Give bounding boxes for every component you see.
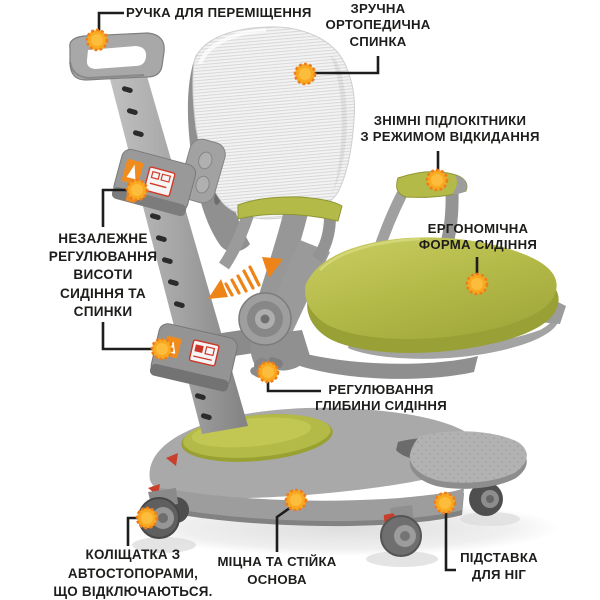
seat-cushion xyxy=(305,237,559,353)
callout-label-move-handle: РУЧКА ДЛЯ ПЕРЕМІЩЕННЯ xyxy=(126,5,312,20)
callout-label-height-adjust: НЕЗАЛЕЖНЕ РЕГУЛЮВАННЯ ВИСОТИ СИДІННЯ ТА … xyxy=(48,231,158,319)
dot-backrest xyxy=(293,62,317,86)
upper-clamp xyxy=(111,148,197,217)
callout-label-footrest: ПІДСТАВКА ДЛЯ НІГ xyxy=(460,550,538,582)
move-handle xyxy=(69,32,165,81)
callout-label-backrest: ЗРУЧНА ОРТОПЕДИЧНА СПИНКА xyxy=(325,1,431,49)
column-slots xyxy=(121,86,212,420)
tilt-pivot xyxy=(238,292,310,378)
callout-label-armrests: ЗНІМНІ ПІДЛОКІТНИКИ З РЕЖИМОМ ВІДКИДАННЯ xyxy=(360,113,540,144)
callout-label-seat-depth: РЕГУЛЮВАННЯ ГЛИБИНИ СИДІННЯ xyxy=(315,382,447,414)
dot-height-lower xyxy=(150,337,174,361)
wheel-front-left xyxy=(138,488,189,539)
chair-base xyxy=(138,407,527,557)
dot-seat xyxy=(465,272,489,296)
dot-move-handle xyxy=(85,28,109,52)
recline-arrows-icon xyxy=(208,257,283,299)
footrest-pad xyxy=(409,431,527,489)
dot-wheels xyxy=(135,506,159,530)
dot-footrest xyxy=(433,491,457,515)
dot-armrest xyxy=(425,168,449,192)
wheel-middle xyxy=(380,505,422,557)
dot-base xyxy=(284,488,308,512)
armrest-left xyxy=(218,196,343,270)
lower-clamp xyxy=(149,323,238,392)
callout-label-seat-form: ЕРГОНОМІЧНА ФОРМА СИДІННЯ xyxy=(418,221,538,253)
dot-height-upper xyxy=(125,178,149,202)
backrest-mesh xyxy=(192,26,355,220)
callout-label-wheels: КОЛІЩАТКА З АВТОСТОПОРАМИ, ЩО ВІДКЛЮЧАЮТ… xyxy=(53,547,213,600)
callout-label-base: МІЦНА ТА СТІЙКА ОСНОВА xyxy=(217,554,337,588)
dot-seat-depth xyxy=(256,360,280,384)
callout-dots xyxy=(85,28,489,530)
